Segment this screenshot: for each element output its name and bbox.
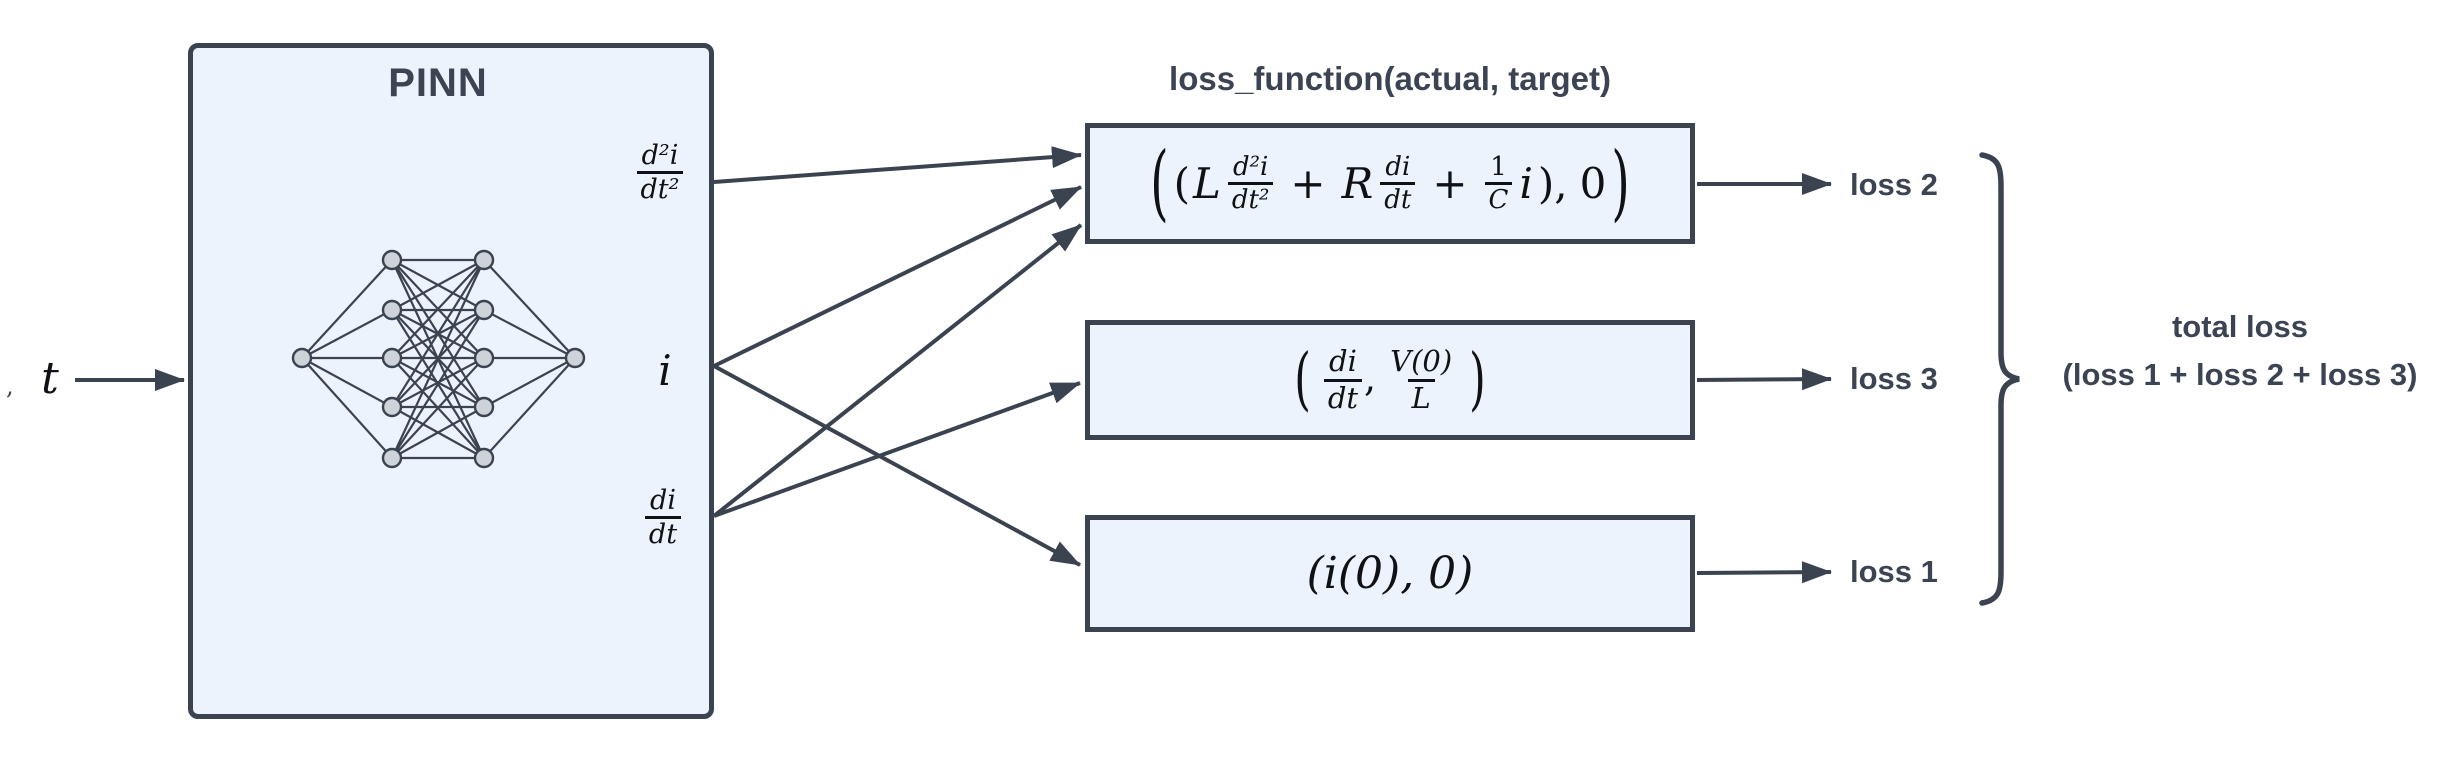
- loss-box-initial-derivative: ( di dt , V(0) L ): [1085, 320, 1695, 440]
- numerator: V(0): [1390, 344, 1453, 379]
- arrow-i-to-initial-current-box: [713, 364, 1081, 567]
- open-paren-big: (: [1294, 339, 1311, 420]
- close-paren-big: ): [1469, 339, 1486, 420]
- total-loss-brace: [1979, 152, 2020, 606]
- arrow-d2i-to-ode-box: [713, 146, 1082, 184]
- fraction-V0-L: V(0) L: [1386, 344, 1456, 414]
- fraction-di-dt: di dt: [644, 485, 682, 549]
- numerator: di: [650, 485, 676, 516]
- arrow-to-loss3: [1696, 368, 1832, 391]
- fraction-di-dt: di dt: [1323, 344, 1363, 414]
- plus-operator: +: [1432, 159, 1468, 208]
- close-paren-big: ): [1611, 135, 1630, 232]
- denominator: dt: [644, 516, 682, 549]
- total-loss-line2: (loss 1 + loss 2 + loss 3): [2062, 357, 2418, 392]
- target-zero: 0: [1579, 159, 1607, 208]
- output-label-i: i: [658, 346, 672, 395]
- arrow-i-to-ode-box: [713, 185, 1082, 368]
- fraction-di-dt: di dt: [1380, 151, 1416, 214]
- pinn-title: PINN: [388, 61, 488, 105]
- stray-mark: ,: [6, 372, 14, 400]
- initial-derivative-formula: ( di dt , V(0) L ): [1289, 339, 1491, 420]
- loss-box-initial-current: (i(0), 0): [1085, 515, 1695, 632]
- denominator: dt: [1380, 182, 1416, 214]
- ode-residual-formula: ( ( L d²i dt² + R di dt + 1 C i ), 0 ): [1145, 142, 1634, 224]
- total-loss-label: total loss (loss 1 + loss 2 + loss 3): [2025, 303, 2455, 399]
- open-paren-big: (: [1150, 135, 1169, 232]
- coefficient-R: R: [1341, 159, 1374, 208]
- denominator: dt²: [636, 171, 684, 204]
- plus-operator: +: [1290, 159, 1326, 208]
- arrow-to-loss1: [1696, 561, 1832, 584]
- arrow-di-to-ode-box: [712, 223, 1083, 518]
- numerator: di: [1329, 344, 1357, 379]
- output-label-d2i-dt2: d²i dt²: [615, 141, 705, 204]
- coefficient-L: L: [1193, 159, 1221, 208]
- numerator: di: [1385, 151, 1411, 182]
- fraction-d2i-dt2: d²i dt²: [636, 140, 684, 204]
- fraction-d2i-dt2: d²i dt²: [1227, 151, 1274, 214]
- initial-current-formula: (i(0), 0): [1306, 548, 1474, 599]
- fraction-1-C: 1 C: [1484, 151, 1513, 214]
- variable-i: i: [1519, 159, 1533, 208]
- numerator: d²i: [641, 140, 679, 171]
- denominator: C: [1484, 182, 1513, 214]
- output-label-di-dt: di dt: [618, 486, 708, 549]
- numerator: d²i: [1232, 151, 1269, 182]
- numerator: 1: [1490, 151, 1507, 182]
- open-paren: (: [1173, 159, 1191, 208]
- close-paren-comma: ),: [1537, 159, 1568, 208]
- arrow-di-to-initial-derivative-box: [713, 381, 1081, 518]
- loss-box-ode-residual: ( ( L d²i dt² + R di dt + 1 C i ), 0 ): [1085, 123, 1695, 244]
- denominator: L: [1407, 378, 1435, 414]
- loss3-label: loss 3: [1850, 361, 1938, 396]
- denominator: dt: [1323, 378, 1363, 414]
- total-loss-line1: total loss: [2171, 309, 2309, 344]
- input-t-label: t: [41, 353, 59, 404]
- loss-function-header: loss_function(actual, target): [1169, 60, 1611, 97]
- comma: ,: [1364, 355, 1377, 400]
- denominator: dt²: [1227, 182, 1274, 214]
- loss2-label: loss 2: [1850, 167, 1938, 202]
- loss1-label: loss 1: [1850, 554, 1938, 589]
